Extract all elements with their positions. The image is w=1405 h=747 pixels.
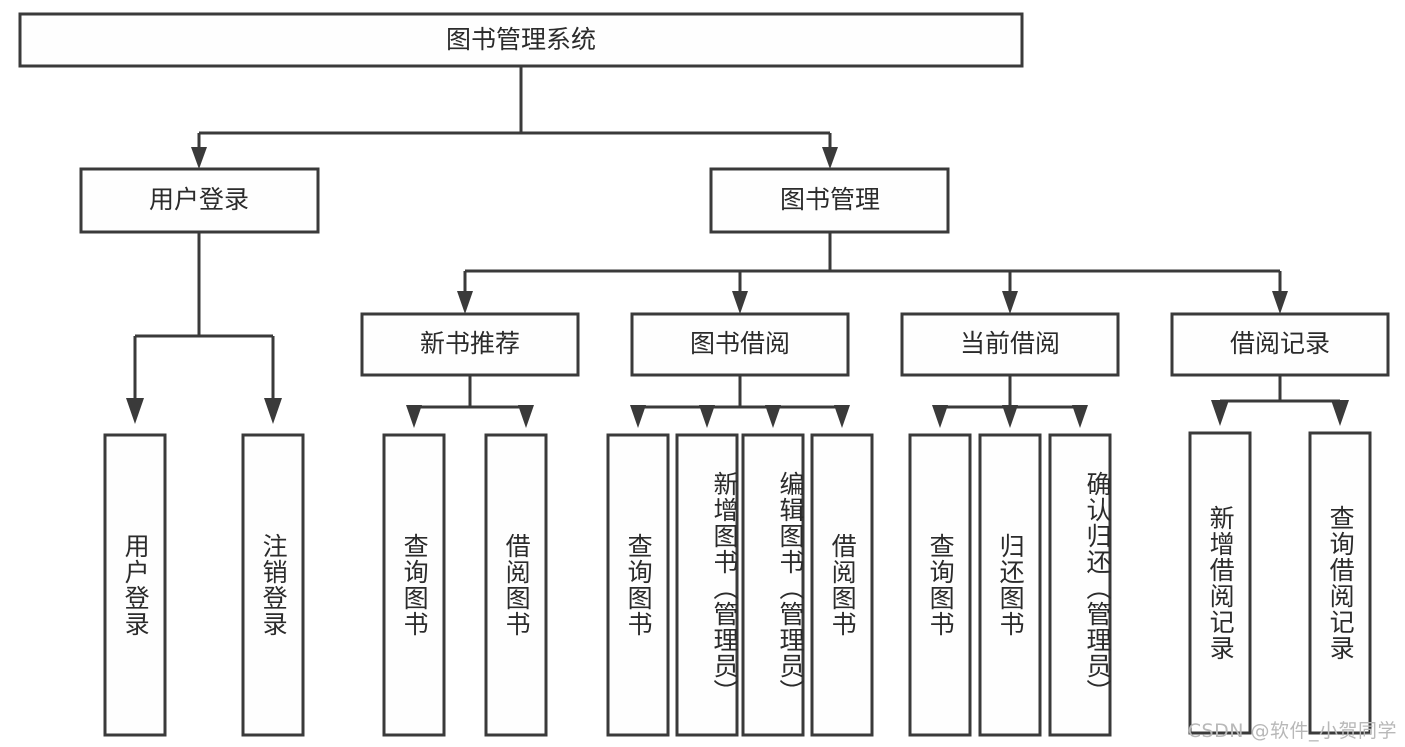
leaf-box-user-login-login[interactable]	[103, 433, 167, 737]
connector-bookmgmt-to-level3	[457, 232, 1288, 314]
leaf-box-bookborrow-query[interactable]	[606, 433, 670, 737]
node-book-borrow[interactable]: 图书借阅	[630, 312, 850, 377]
connector-root-to-level2	[191, 66, 838, 169]
leaf-box-newbook-query[interactable]	[382, 433, 446, 737]
leaf-box-bookborrow-edit[interactable]	[741, 433, 805, 737]
connector-newbook-to-leaves	[406, 375, 534, 428]
leaf-box-currentborrow-confirm[interactable]	[1048, 433, 1112, 737]
leaf-box-user-login-logout[interactable]	[241, 433, 305, 737]
node-book-borrow-label: 图书借阅	[690, 329, 790, 358]
node-user-login-label: 用户登录	[149, 185, 249, 214]
leaf-box-bookborrow-borrow[interactable]	[810, 433, 874, 737]
node-borrow-record-label: 借阅记录	[1230, 329, 1330, 358]
node-root-label: 图书管理系统	[446, 25, 596, 54]
node-new-book-recommend[interactable]: 新书推荐	[360, 312, 580, 377]
leaf-box-currentborrow-return[interactable]	[978, 433, 1042, 737]
node-borrow-record[interactable]: 借阅记录	[1170, 312, 1390, 377]
leaf-box-newbook-borrow[interactable]	[484, 433, 548, 737]
connector-borrowrecord-to-leaves	[1211, 375, 1349, 426]
node-user-login[interactable]: 用户登录	[79, 167, 320, 234]
leaf-box-currentborrow-query[interactable]	[908, 433, 972, 737]
connector-bookborrow-to-leaves	[630, 375, 850, 428]
node-book-management[interactable]: 图书管理	[709, 167, 950, 234]
node-current-borrow[interactable]: 当前借阅	[900, 312, 1120, 377]
node-current-borrow-label: 当前借阅	[960, 329, 1060, 358]
csdn-watermark: CSDN @软件_小贺同学	[1187, 720, 1397, 742]
connector-currentborrow-to-leaves	[932, 375, 1088, 428]
leaf-box-borrowrecord-query[interactable]	[1308, 431, 1372, 735]
node-new-book-recommend-label: 新书推荐	[420, 329, 520, 358]
node-root[interactable]: 图书管理系统	[18, 12, 1024, 68]
leaf-box-bookborrow-add[interactable]	[675, 433, 739, 737]
node-book-management-label: 图书管理	[780, 185, 880, 214]
connector-userlogin-to-leaves	[126, 232, 282, 424]
leaf-box-borrowrecord-add[interactable]	[1188, 431, 1252, 735]
